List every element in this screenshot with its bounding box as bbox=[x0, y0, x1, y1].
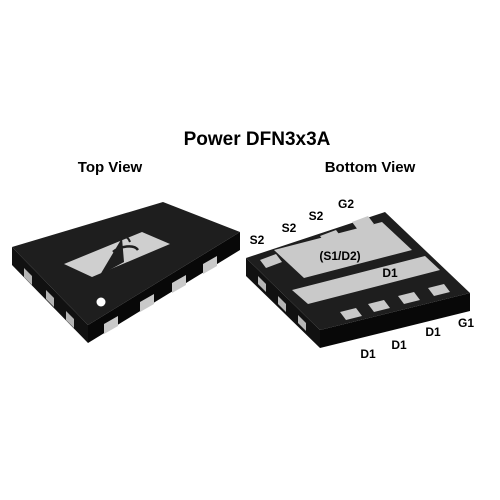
top-package-face bbox=[12, 202, 240, 325]
bottom-pad bbox=[428, 284, 450, 296]
top-row-pin-labels: S2 S2 S2 G2 bbox=[250, 197, 355, 247]
pin-label-d1: D1 bbox=[425, 325, 441, 339]
top-package-front-side bbox=[88, 232, 240, 343]
top-front-pads bbox=[104, 256, 217, 334]
pin-label-s2: S2 bbox=[250, 233, 265, 247]
bottom-pad bbox=[368, 300, 390, 312]
bottom-pad bbox=[260, 254, 282, 268]
bottom-package-front-side bbox=[320, 293, 470, 348]
pin-label-g1: G1 bbox=[458, 316, 474, 330]
top-pad bbox=[66, 311, 74, 328]
company-logo-icon bbox=[100, 236, 140, 275]
top-pad bbox=[104, 316, 118, 334]
pin-label-d1: D1 bbox=[360, 347, 376, 361]
bottom-pad bbox=[278, 296, 286, 312]
bottom-view-label: Bottom View bbox=[325, 159, 416, 176]
bottom-pad bbox=[258, 276, 266, 292]
top-pad bbox=[203, 256, 217, 274]
pin-label-s2: S2 bbox=[282, 221, 297, 235]
top-view-package bbox=[12, 202, 240, 343]
bottom-view-package: (S1/D2) D1 bbox=[246, 212, 470, 348]
bottom-pad bbox=[340, 308, 362, 320]
pin-label-s2: S2 bbox=[309, 209, 324, 223]
pad-d1-label: D1 bbox=[382, 266, 398, 280]
bottom-pad bbox=[398, 292, 420, 304]
pad-s1-d2 bbox=[274, 222, 412, 278]
pad-s1-d2-label: (S1/D2) bbox=[319, 249, 360, 263]
top-pad bbox=[46, 290, 54, 307]
pad-d1 bbox=[292, 256, 440, 304]
bottom-pad bbox=[298, 315, 306, 331]
bottom-bottom-row-pads bbox=[340, 284, 450, 320]
pin1-indicator-dot bbox=[96, 297, 106, 307]
pin-label-g2: G2 bbox=[338, 197, 354, 211]
bottom-left-side-pads bbox=[258, 276, 306, 331]
bottom-row-pin-labels: D1 D1 D1 G1 bbox=[360, 316, 474, 361]
top-pad bbox=[24, 268, 32, 285]
bottom-pad bbox=[352, 216, 374, 230]
top-pad bbox=[172, 275, 186, 293]
top-pad bbox=[140, 294, 154, 312]
diagram-title: Power DFN3x3A bbox=[184, 129, 331, 150]
pin-label-d1: D1 bbox=[391, 338, 407, 352]
top-left-pads bbox=[24, 268, 74, 328]
top-view-label: Top View bbox=[78, 159, 143, 176]
